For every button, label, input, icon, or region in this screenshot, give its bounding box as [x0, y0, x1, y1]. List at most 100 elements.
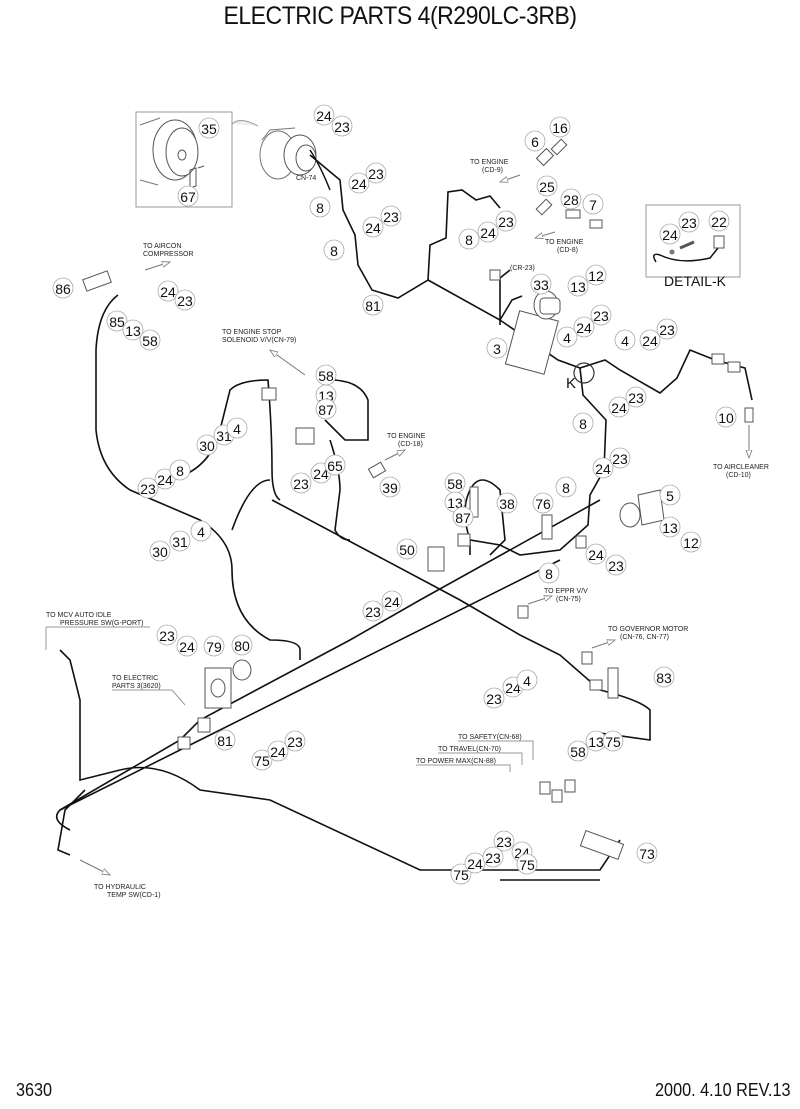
note-hydraulic: TO HYDRAULIC TEMP SW(CD-1) [79, 859, 161, 899]
callout-75: 75 [516, 853, 538, 875]
callout-3: 3 [486, 337, 508, 359]
callout-circle [381, 590, 403, 612]
callout-81: 81 [214, 729, 236, 751]
callout-circle [284, 730, 306, 752]
connector-label-cr23: (CR-23) [510, 265, 535, 272]
callout-circle [585, 543, 607, 565]
callout-24: 24 [639, 329, 661, 351]
callout-number: 35 [201, 121, 217, 137]
callout-number: 23 [177, 293, 193, 309]
callout-23: 23 [331, 115, 353, 137]
svg-text:TEMP SW(CD-1): TEMP SW(CD-1) [107, 892, 161, 899]
callout-circle [659, 516, 681, 538]
callout-circle [493, 830, 515, 852]
callout-circle [560, 188, 582, 210]
sensor-25 [535, 198, 553, 216]
callout-12: 12 [680, 531, 702, 553]
callout-16: 16 [549, 116, 571, 138]
callout-circle [157, 280, 179, 302]
callout-6: 6 [524, 130, 546, 152]
callout-23: 23 [174, 289, 196, 311]
callout-number: 8 [579, 416, 587, 432]
relay-33-body [539, 297, 561, 315]
callout-circle [656, 318, 678, 340]
callout-number: 4 [563, 330, 571, 346]
callout-circle [636, 842, 658, 864]
callout-number: 31 [172, 534, 188, 550]
note-aircleaner: TO AIRCLEANER (CD-10) [713, 425, 769, 479]
callout-number: 23 [485, 850, 501, 866]
callout-circle [290, 472, 312, 494]
callout-circle [396, 538, 418, 560]
callout-circle [659, 223, 681, 245]
callout-33: 33 [530, 273, 552, 295]
callout-24: 24 [157, 280, 179, 302]
svg-text:TO EPPR V/V: TO EPPR V/V [544, 588, 588, 595]
callout-number: 87 [455, 510, 471, 526]
callout-4: 4 [226, 417, 248, 439]
callout-circle [137, 477, 159, 499]
callout-12: 12 [585, 264, 607, 286]
callout-number: 50 [399, 542, 415, 558]
callout-24: 24 [362, 216, 384, 238]
horn-5-body [619, 502, 641, 528]
callout-circle [203, 635, 225, 657]
callout-circle [458, 228, 480, 250]
callout-number: 39 [382, 480, 398, 496]
connector-i [711, 353, 725, 365]
callout-number: 67 [180, 189, 196, 205]
callout-25: 25 [536, 175, 558, 197]
callout-number: 5 [666, 488, 674, 504]
callout-number: 23 [593, 308, 609, 324]
callout-number: 23 [365, 604, 381, 620]
callout-number: 24 [313, 466, 329, 482]
callout-circle [549, 116, 571, 138]
callout-circle [567, 275, 589, 297]
connector-label-cn74: CN-74 [296, 175, 316, 182]
alternator [259, 127, 317, 180]
callout-number: 79 [206, 639, 222, 655]
detail-k-marker-circle [573, 362, 595, 384]
callout-circle [324, 454, 346, 476]
callout-number: 80 [234, 638, 250, 654]
svg-text:(CD-8): (CD-8) [557, 247, 578, 254]
callout-number: 6 [531, 134, 539, 150]
callout-number: 24 [505, 680, 521, 696]
svg-text:PRESSURE SW(G-PORT): PRESSURE SW(G-PORT) [60, 620, 144, 627]
svg-text:TO HYDRAULIC: TO HYDRAULIC [94, 884, 146, 891]
callout-number: 13 [447, 495, 463, 511]
callout-circle [362, 294, 384, 316]
callout-number: 24 [270, 744, 286, 760]
bracket-3 [504, 310, 559, 375]
callout-number: 86 [55, 281, 71, 297]
callout-number: 7 [589, 197, 597, 213]
callout-number: 24 [160, 284, 176, 300]
svg-text:TO AIRCLEANER: TO AIRCLEANER [713, 464, 769, 471]
callout-number: 30 [199, 438, 215, 454]
callout-number: 24 [365, 220, 381, 236]
connector-e [575, 535, 587, 549]
callout-number: 13 [588, 734, 604, 750]
callout-number: 83 [656, 670, 672, 686]
callout-number: 4 [621, 333, 629, 349]
callout-number: 76 [535, 496, 551, 512]
callout-number: 12 [683, 535, 699, 551]
callout-circle [585, 264, 607, 286]
callout-number: 4 [233, 421, 241, 437]
callout-13: 13 [659, 516, 681, 538]
valve-7 [589, 219, 603, 229]
callout-circle [678, 211, 700, 233]
callout-circle [348, 172, 370, 194]
detail-k-marker: K [566, 375, 576, 392]
callout-number: 13 [570, 279, 586, 295]
note-aircon: TO AIRCON COMPRESSOR [143, 243, 194, 271]
callout-number: 24 [662, 227, 678, 243]
callout-24: 24 [608, 396, 630, 418]
callout-number: 81 [365, 298, 381, 314]
callout-30: 30 [149, 540, 171, 562]
callout-number: 24 [642, 333, 658, 349]
callout-circle [555, 476, 577, 498]
page-number: 3630 [16, 1080, 53, 1100]
callout-23: 23 [362, 600, 384, 622]
